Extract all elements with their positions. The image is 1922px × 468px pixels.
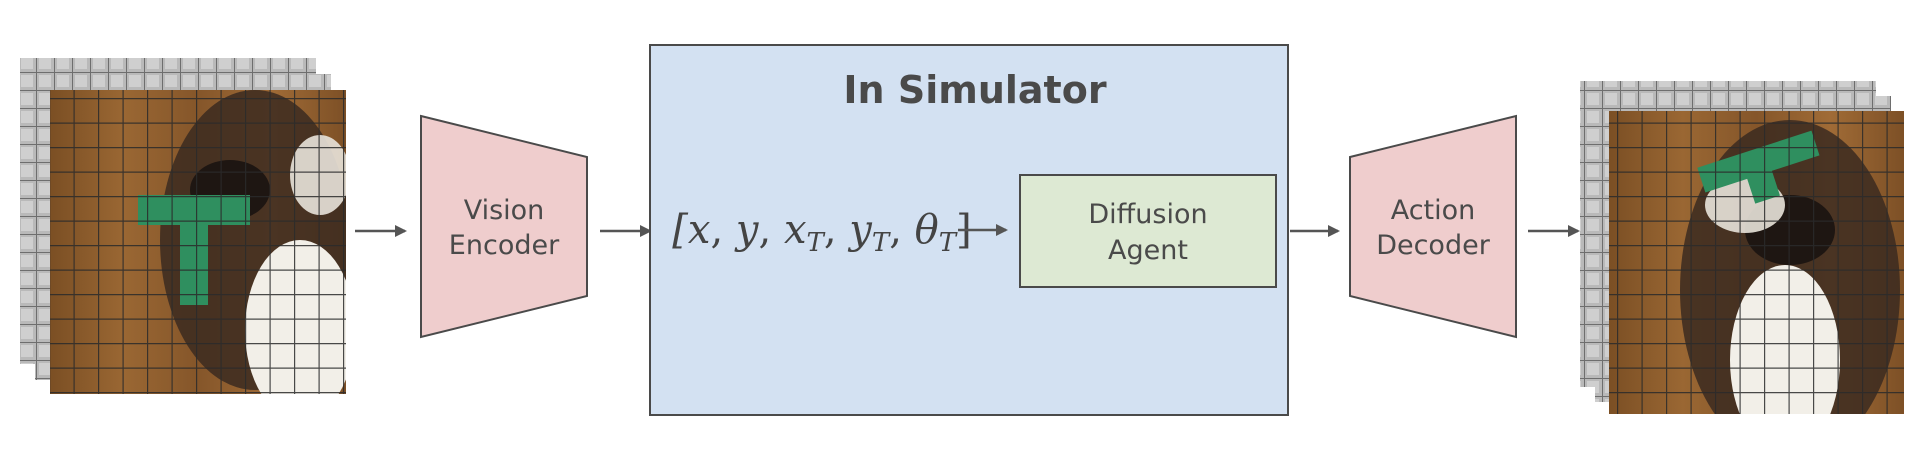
action-decoder-label-line2: Decoder xyxy=(1376,230,1491,261)
action-decoder-label-line1: Action xyxy=(1391,195,1476,226)
input-observation-stack xyxy=(20,58,346,394)
simulator-box: In Simulator [x, y, xT, yT, θT] Diffusio… xyxy=(649,44,1289,416)
action-decoder-shape xyxy=(1349,114,1517,339)
state-vector: [x, y, xT, yT, θT] xyxy=(672,207,971,258)
input-frame-front xyxy=(50,90,346,394)
output-action-stack xyxy=(1580,81,1904,414)
vision-encoder-label-line2: Encoder xyxy=(449,230,560,261)
diffusion-agent-box xyxy=(1019,174,1277,288)
vision-encoder: Vision Encoder xyxy=(420,114,588,339)
simulator-title: In Simulator xyxy=(843,68,1106,112)
diffusion-agent: Diffusion Agent xyxy=(1019,174,1277,288)
diffusion-agent-label-line2: Agent xyxy=(1108,235,1188,266)
action-decoder: Action Decoder xyxy=(1349,114,1517,339)
output-frame-front xyxy=(1609,111,1904,414)
diffusion-agent-label-line1: Diffusion xyxy=(1088,199,1207,230)
vision-encoder-label-line1: Vision xyxy=(464,195,545,226)
vision-encoder-shape xyxy=(420,114,588,339)
